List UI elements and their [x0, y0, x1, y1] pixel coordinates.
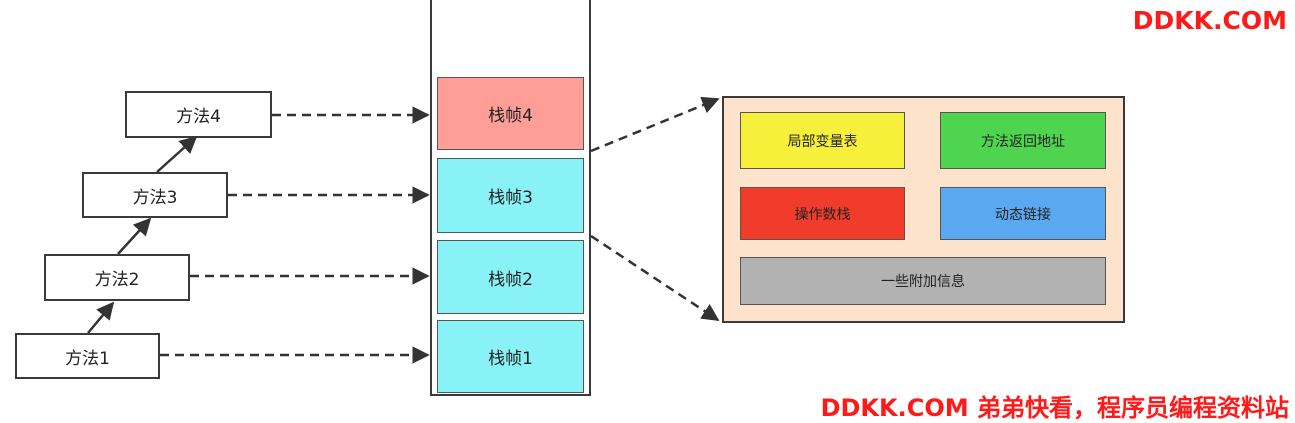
method-box-3: 方法3 — [82, 172, 228, 218]
extra-info: 一些附加信息 — [740, 257, 1106, 305]
stack-frame-3: 栈帧3 — [437, 158, 584, 233]
dynamic-link: 动态链接 — [940, 187, 1106, 240]
watermark-bottom-right: DDKK.COM 弟弟快看，程序员编程资料站 — [820, 394, 1289, 422]
zoom-arrow-bottom — [590, 234, 720, 322]
call-arrow-3-4 — [156, 135, 198, 173]
stack-frame-2: 栈帧2 — [437, 240, 584, 314]
return-address: 方法返回地址 — [940, 112, 1106, 169]
call-arrow-1-2 — [87, 301, 115, 334]
call-arrow-2-3 — [117, 217, 152, 255]
method-box-2: 方法2 — [44, 254, 190, 301]
watermark-top-right: DDKK.COM — [1132, 6, 1287, 35]
operand-stack: 操作数栈 — [740, 187, 905, 240]
method-box-4: 方法4 — [125, 91, 272, 138]
stack-frame-1: 栈帧1 — [437, 320, 584, 393]
stack-frame-4: 栈帧4 — [437, 77, 584, 150]
zoom-arrow-top — [590, 96, 720, 153]
local-variable-table: 局部变量表 — [740, 112, 905, 169]
method-box-1: 方法1 — [15, 333, 160, 379]
